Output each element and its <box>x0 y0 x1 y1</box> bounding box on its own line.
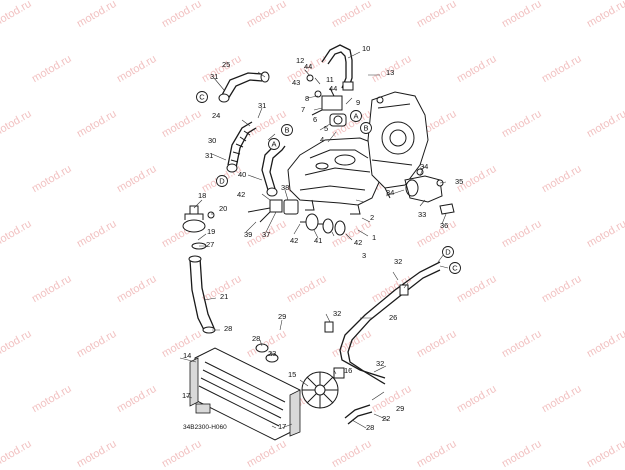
fittings-left <box>248 200 298 222</box>
part-number-label: 23 <box>268 349 276 358</box>
part-number-label: 37 <box>262 230 270 239</box>
svg-text:C: C <box>199 93 205 102</box>
reference-circle: A <box>269 139 280 150</box>
part-number-label: 13 <box>386 68 394 77</box>
part-number-label: 31 <box>205 151 213 160</box>
svg-text:D: D <box>445 248 451 257</box>
part-number-label: 21 <box>220 292 228 301</box>
part-number-label: 29 <box>278 312 286 321</box>
part-number-label: 15 <box>288 370 296 379</box>
svg-text:A: A <box>353 112 358 121</box>
part-number-label: 28 <box>252 334 260 343</box>
part-number-label: 17 <box>278 422 286 431</box>
part-number-label: 28 <box>366 423 374 432</box>
part-number-label: 27 <box>206 240 214 249</box>
part-number-label: 34 <box>420 162 428 171</box>
part-number-label: 35 <box>455 177 463 186</box>
pump-parts <box>300 214 345 235</box>
part-number-label: 31 <box>258 101 266 110</box>
part-number-label: 8 <box>305 94 309 103</box>
part-number-label: 5 <box>324 124 328 133</box>
part-number-label: 18 <box>198 191 206 200</box>
part-number-label: 2 <box>370 213 374 222</box>
parts-33-36 <box>405 176 454 214</box>
svg-text:B: B <box>284 126 289 135</box>
svg-text:C: C <box>452 264 458 273</box>
part-number-label: 34 <box>386 188 394 197</box>
hose-25 <box>219 72 269 102</box>
reference-circle: B <box>361 123 372 134</box>
part-number-label: 38 <box>281 183 289 192</box>
part-number-label: 40 <box>238 170 246 179</box>
part-number-label: 31 <box>210 72 218 81</box>
reference-circle: C <box>197 92 208 103</box>
part-number-label: 10 <box>362 44 370 53</box>
part-number-label: 11 <box>326 75 334 84</box>
part-number-label: 29 <box>396 404 404 413</box>
svg-text:A: A <box>271 140 276 149</box>
part-number-label: 32 <box>333 309 341 318</box>
part-number-label: 42 <box>237 190 245 199</box>
reference-circle: B <box>282 125 293 136</box>
part-number-label: 26 <box>389 313 397 322</box>
reference-circle: D <box>217 176 228 187</box>
part-number-label: 20 <box>219 204 227 213</box>
part-number-label: 7 <box>301 105 305 114</box>
hose-30 <box>227 122 256 172</box>
part-number-label: 9 <box>356 98 360 107</box>
part-number-label: 16 <box>344 366 352 375</box>
part-number-label: 22 <box>382 414 390 423</box>
part-number-label: 39 <box>244 230 252 239</box>
fuse-icon <box>196 404 210 413</box>
drawing-code: 34B2300-H060 <box>183 424 227 431</box>
part-number-label: 44 <box>329 84 337 93</box>
reference-circle: A <box>351 111 362 122</box>
part-number-label: 30 <box>208 136 216 145</box>
part-number-label: 33 <box>418 210 426 219</box>
part-number-label: 3 <box>362 251 366 260</box>
part-number-label: 44 <box>304 62 312 71</box>
part-number-label: 19 <box>207 227 215 236</box>
part-number-label: 4 <box>320 135 324 144</box>
reference-circle: C <box>450 263 461 274</box>
part-number-label: 17 <box>182 391 190 400</box>
part-number-label: 28 <box>224 324 232 333</box>
part-number-label: 36 <box>440 221 448 230</box>
part-number-label: 24 <box>212 111 220 120</box>
fan-assembly <box>302 368 344 408</box>
part-number-label: 1 <box>372 233 376 242</box>
part-number-label: 41 <box>314 236 322 245</box>
reference-circle: D <box>443 247 454 258</box>
part-number-label: 32 <box>394 257 402 266</box>
hose-21 <box>189 256 215 333</box>
part-number-label: 14 <box>183 351 191 360</box>
part-number-label: 42 <box>290 236 298 245</box>
part-number-label: 42 <box>354 238 362 247</box>
svg-text:B: B <box>363 124 368 133</box>
part-number-label: 43 <box>292 78 300 87</box>
svg-text:D: D <box>219 177 225 186</box>
part-number-label: 6 <box>313 115 317 124</box>
part-number-label: 25 <box>222 60 230 69</box>
part-number-label: 32 <box>376 359 384 368</box>
